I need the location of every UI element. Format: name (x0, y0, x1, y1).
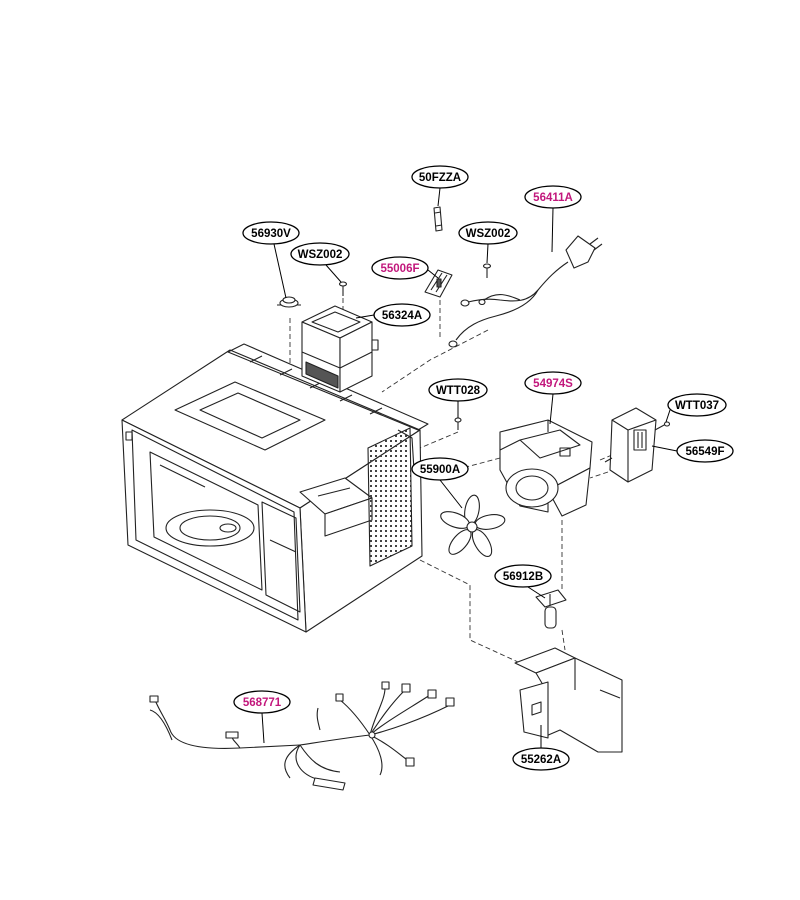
screw-right (482, 263, 492, 278)
fuse (433, 206, 443, 232)
callout-label: 55262A (521, 754, 561, 766)
thermostat (277, 296, 301, 308)
screw-left (338, 281, 348, 296)
callout-wsz002-left: WSZ002 (290, 242, 350, 266)
magnetron (301, 305, 379, 393)
fuse-holder (424, 269, 453, 298)
screw-wtt037 (654, 421, 671, 431)
screw-wtt028 (454, 417, 462, 430)
callout-50fzza: 50FZZA (411, 165, 469, 189)
callout-label: 56549F (685, 446, 724, 458)
callout-56912b: 56912B (494, 564, 552, 588)
callout-label: 50FZZA (419, 172, 461, 184)
callout-55262a: 55262A (512, 747, 570, 771)
oven-cavity (121, 343, 429, 633)
callout-wsz002-right: WSZ002 (458, 221, 518, 245)
callout-55006f: 55006F (371, 256, 429, 280)
callout-55900a: 55900A (411, 457, 469, 481)
fan-blade (440, 494, 506, 558)
callout-label: WTT037 (675, 400, 719, 412)
callout-label: 56411A (533, 192, 573, 204)
callout-label: 55900A (420, 464, 460, 476)
leader-lines (261, 187, 678, 748)
fan-motor-bracket (499, 419, 593, 517)
air-guide (514, 647, 623, 753)
callout-wtt037: WTT037 (667, 393, 727, 417)
callout-54974s: 54974S (524, 371, 582, 395)
wire-harness (149, 681, 455, 791)
callout-label: WSZ002 (298, 249, 343, 261)
power-cord (448, 235, 603, 348)
callout-label: 56324A (382, 310, 422, 322)
lamp (535, 589, 567, 629)
callout-wtt028: WTT028 (428, 378, 488, 402)
callout-label: 54974S (533, 378, 573, 390)
callout-label: WSZ002 (466, 228, 511, 240)
callout-label: 568771 (243, 697, 282, 709)
callout-56324a: 56324A (373, 303, 431, 327)
callout-56930v: 56930V (242, 221, 300, 245)
callout-56549f: 56549F (676, 439, 734, 463)
callout-56411a: 56411A (524, 185, 582, 209)
callout-568771: 568771 (233, 690, 291, 714)
callout-label: 55006F (380, 263, 419, 275)
callout-label: 56912B (503, 571, 543, 583)
noise-filter (604, 407, 657, 483)
callout-label: 56930V (251, 228, 291, 240)
callout-label: WTT028 (436, 385, 481, 397)
